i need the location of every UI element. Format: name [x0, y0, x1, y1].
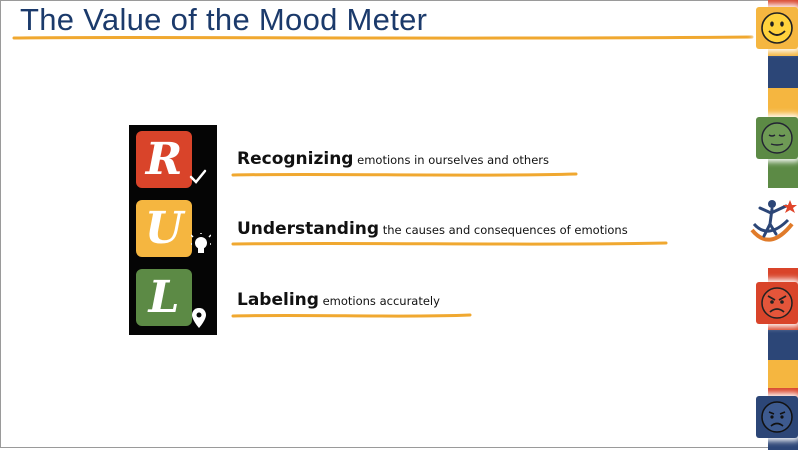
angry-face-icon	[756, 282, 798, 324]
rul-graphic: R U L	[129, 125, 217, 335]
item-underline	[231, 241, 668, 246]
item-recognizing: Recognizing emotions in ourselves and ot…	[237, 149, 549, 169]
item-keyword: Understanding	[237, 219, 380, 239]
item-keyword: Labeling	[237, 290, 319, 310]
tile-l: L	[136, 269, 192, 326]
letter-r: R	[145, 134, 183, 185]
item-understanding: Understanding the causes and consequence…	[237, 219, 628, 239]
checkmark-icon	[189, 169, 207, 184]
item-labeling: Labeling emotions accurately	[237, 290, 440, 310]
lightbulb-icon	[191, 233, 211, 253]
item-keyword: Recognizing	[237, 149, 354, 169]
location-pin-icon	[192, 308, 206, 328]
item-underline	[231, 172, 578, 177]
calm-face-icon	[756, 117, 798, 159]
slide-title: The Value of the Mood Meter	[20, 2, 428, 37]
letter-u: U	[144, 203, 184, 254]
tile-u: U	[136, 200, 192, 257]
tile-r: R	[136, 131, 192, 188]
letter-l: L	[148, 272, 180, 323]
star-person-logo-icon	[748, 194, 798, 250]
title-underline	[12, 35, 754, 40]
happy-face-icon	[756, 7, 798, 49]
item-description: the causes and consequences of emotions	[379, 223, 628, 237]
item-underline	[231, 313, 472, 318]
sad-face-icon	[756, 396, 798, 438]
item-description: emotions in ourselves and others	[353, 153, 550, 167]
item-description: emotions accurately	[318, 294, 440, 308]
